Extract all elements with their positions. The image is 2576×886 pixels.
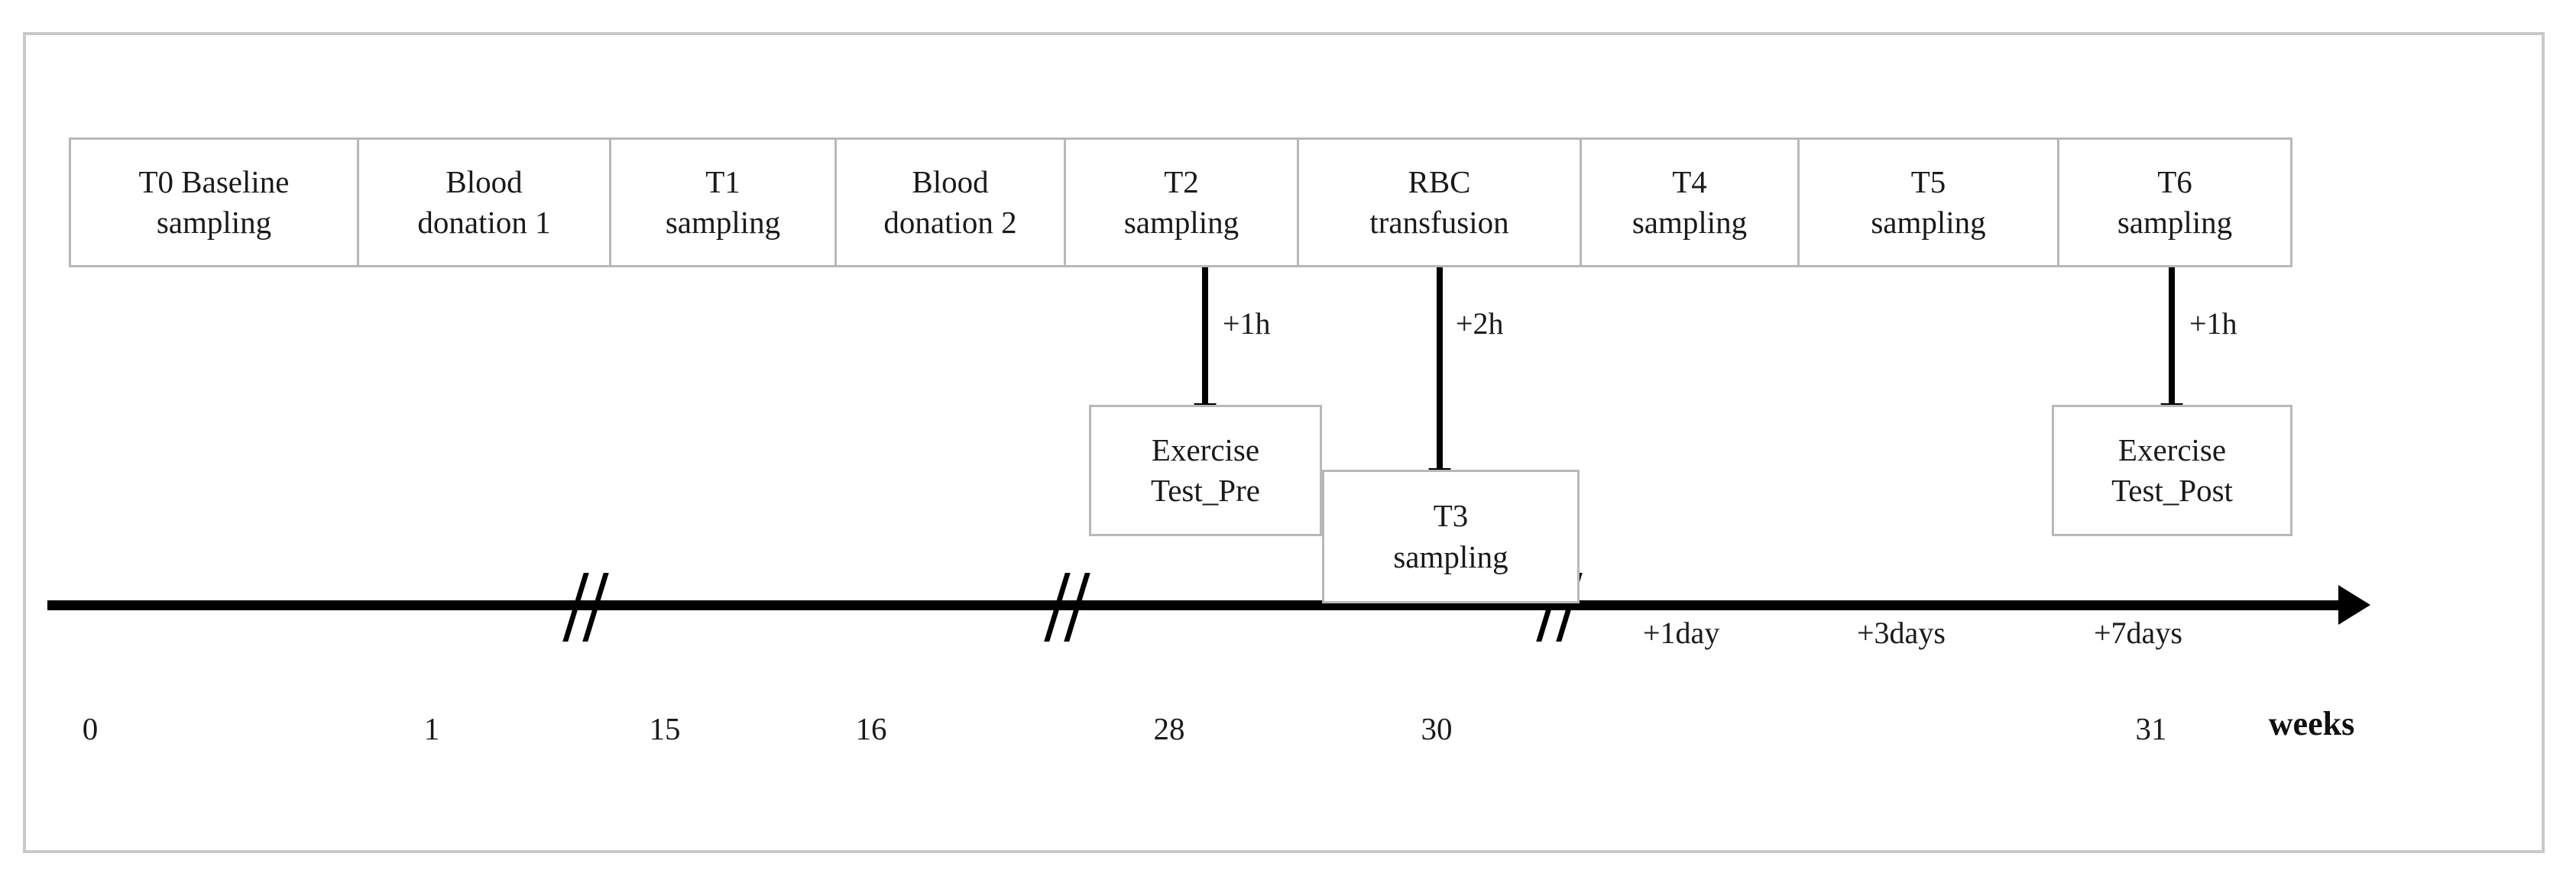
phase-box-line2: sampling xyxy=(1123,205,1239,240)
arrow-rbc-to-t3-icon xyxy=(1437,267,1443,471)
sub-box-line2: sampling xyxy=(1393,538,1508,574)
axis-week-tick-label: 28 xyxy=(1153,711,1185,746)
phase-box-line2: donation 1 xyxy=(417,205,551,240)
arrow-label-plus-2h: +2h xyxy=(1456,306,1504,341)
sub-box-exercise-test-pre[interactable]: Exercise Test_Pre xyxy=(1089,405,1322,536)
arrow-label-plus-1h-pre: +1h xyxy=(1223,306,1271,341)
phase-box-t6-sampling[interactable]: T6 sampling xyxy=(2057,137,2292,267)
sub-box-line1: Exercise xyxy=(1151,432,1260,467)
axis-week-tick-label: 15 xyxy=(649,711,681,746)
phase-box-t4-sampling[interactable]: T4 sampling xyxy=(1580,137,1800,267)
axis-day-offset-label: +1day xyxy=(1643,616,1720,650)
axis-week-tick-label: 31 xyxy=(2135,711,2167,746)
sub-box-line1: Exercise xyxy=(2118,432,2227,467)
phase-box-t5-sampling[interactable]: T5 sampling xyxy=(1797,137,2059,267)
axis-day-offset-label: +3days xyxy=(1857,616,1946,650)
phase-box-line1: T6 xyxy=(2157,163,2192,199)
axis-week-tick-label: 16 xyxy=(855,711,887,746)
axis-day-offset-label: +7days xyxy=(2094,616,2182,650)
timeline-arrow-icon xyxy=(2338,585,2370,625)
axis-week-tick-label: 1 xyxy=(423,711,440,746)
axis-week-tick-label: 0 xyxy=(82,711,99,746)
arrow-label-plus-1h-post: +1h xyxy=(2189,306,2237,341)
axis-week-tick-label: 30 xyxy=(1421,711,1453,746)
axis-unit-label: weeks xyxy=(2268,705,2355,742)
axis-break-icon xyxy=(562,573,610,642)
phase-box-line1: T1 xyxy=(705,163,740,199)
phase-box-line1: T0 Baseline xyxy=(138,163,290,199)
arrow-t6-to-exercise-post-icon xyxy=(2169,267,2175,406)
phase-box-t2-sampling[interactable]: T2 sampling xyxy=(1064,137,1299,267)
phase-box-rbc-transfusion[interactable]: RBC transfusion xyxy=(1297,137,1582,267)
phase-box-line2: sampling xyxy=(1631,205,1748,240)
phase-box-blood-donation-1[interactable]: Blood donation 1 xyxy=(357,137,611,267)
phase-box-line2: sampling xyxy=(1871,205,1986,240)
phase-box-line2: transfusion xyxy=(1369,205,1509,240)
phase-box-line1: T4 xyxy=(1672,163,1707,199)
sub-box-line2: Test_Post xyxy=(2111,473,2233,508)
phase-box-row: T0 Baseline sampling Blood donation 1 T1… xyxy=(69,137,2292,267)
phase-box-line1: T2 xyxy=(1164,163,1199,199)
sub-box-line1: T3 xyxy=(1433,498,1469,534)
phase-box-line2: sampling xyxy=(156,205,272,240)
phase-box-t1-sampling[interactable]: T1 sampling xyxy=(609,137,837,267)
phase-box-line1: Blood xyxy=(446,163,523,199)
axis-break-icon xyxy=(1044,573,1091,642)
phase-box-line1: RBC xyxy=(1408,163,1471,199)
phase-box-line2: donation 2 xyxy=(883,205,1017,240)
phase-box-line2: sampling xyxy=(2117,205,2233,240)
phase-box-line1: T5 xyxy=(1910,163,1946,199)
arrow-t2-to-exercise-pre-icon xyxy=(1202,267,1208,406)
phase-box-line1: Blood xyxy=(912,163,989,199)
sub-box-t3-sampling[interactable]: T3 sampling xyxy=(1322,470,1580,603)
phase-box-t0-baseline-sampling[interactable]: T0 Baseline sampling xyxy=(69,137,359,267)
phase-box-line2: sampling xyxy=(665,205,781,240)
phase-box-blood-donation-2[interactable]: Blood donation 2 xyxy=(834,137,1066,267)
timeline-axis-line xyxy=(47,600,2348,610)
sub-box-line2: Test_Pre xyxy=(1151,473,1260,508)
sub-box-exercise-test-post[interactable]: Exercise Test_Post xyxy=(2052,405,2292,536)
